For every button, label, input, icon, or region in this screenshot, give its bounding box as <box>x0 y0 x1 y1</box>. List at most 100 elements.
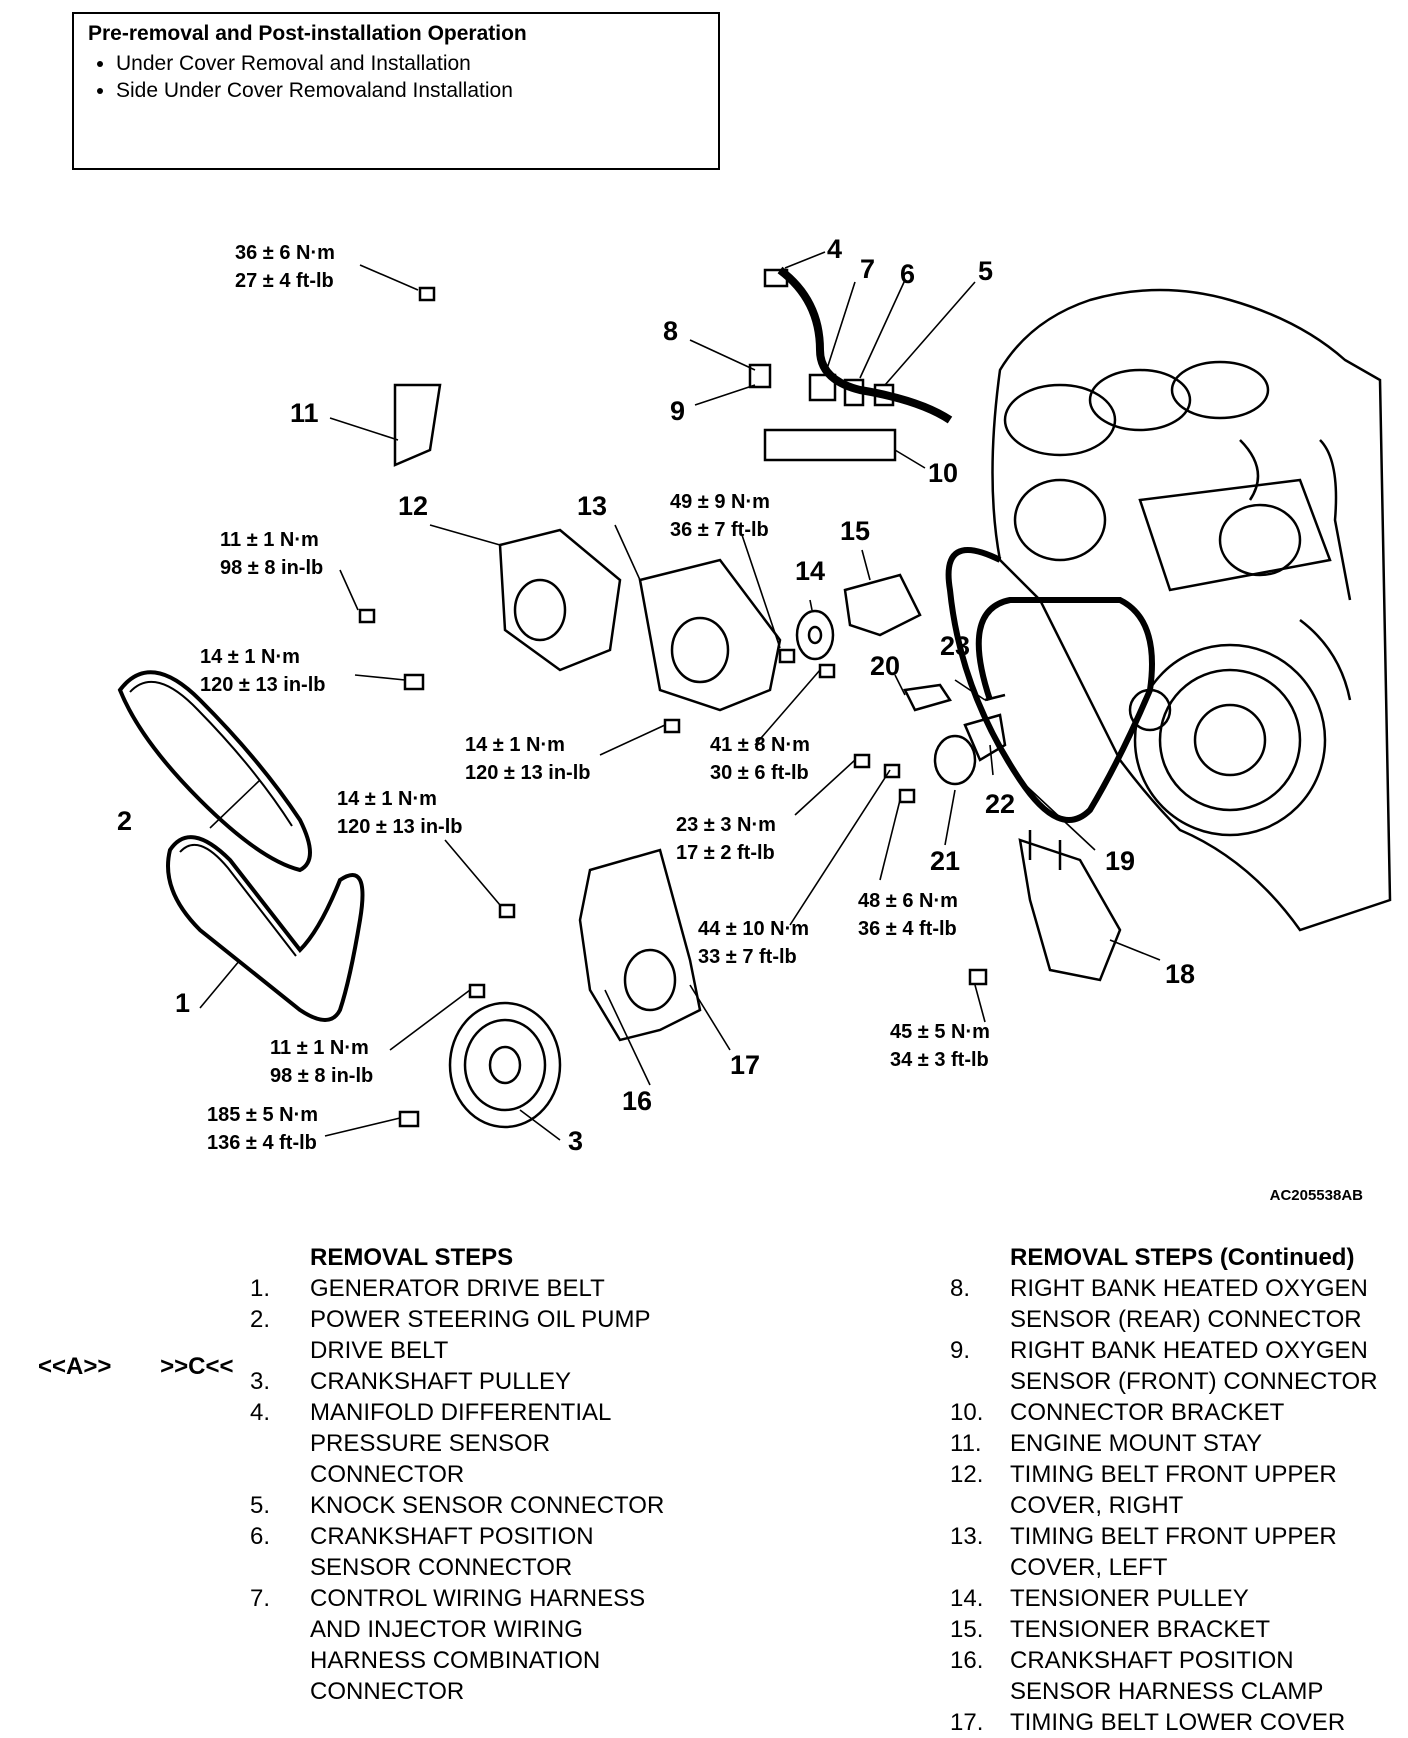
bolt-23 <box>984 693 1006 702</box>
drive-belt-1 <box>166 835 365 1022</box>
callout-13: 13 <box>577 491 607 521</box>
torque-nm: 14 ± 1 N·m <box>337 788 437 810</box>
torque-nm: 48 ± 6 N·m <box>858 890 958 912</box>
torque-imperial: 98 ± 8 in-lb <box>220 557 323 579</box>
callout-2: 2 <box>117 806 132 836</box>
tag-a: <<A>> <box>38 1353 112 1380</box>
callout-7: 7 <box>860 254 875 284</box>
step-label: SENSOR (REAR) CONNECTOR <box>1010 1306 1362 1333</box>
step-label: KNOCK SENSOR CONNECTOR <box>310 1492 665 1519</box>
callout-17: 17 <box>730 1050 760 1080</box>
step-number: 17. <box>950 1709 984 1736</box>
callout-3: 3 <box>568 1126 583 1156</box>
step-number: 14. <box>950 1585 984 1612</box>
step-row: 15.TENSIONER BRACKET <box>950 1614 1400 1645</box>
tensioner-bracket-15 <box>843 573 922 637</box>
torque-imperial: 34 ± 3 ft-lb <box>890 1049 989 1071</box>
step-number: 1. <box>250 1275 271 1302</box>
step-label: POWER STEERING OIL PUMP <box>310 1306 651 1333</box>
step-label: CRANKSHAFT POSITION <box>310 1523 594 1550</box>
step-row: 17. TIMING BELT LOWER COVER <box>950 1707 1400 1738</box>
step-row: 10.CONNECTOR BRACKET <box>950 1397 1400 1428</box>
pre-removal-item: Side Under Cover Removaland Installation <box>116 77 704 104</box>
step-label: PRESSURE SENSOR <box>310 1430 551 1457</box>
step-label: RIGHT BANK HEATED OXYGEN <box>1010 1337 1368 1364</box>
torque-nm: 45 ± 5 N·m <box>890 1021 990 1043</box>
step-label: SENSOR (FRONT) CONNECTOR <box>1010 1368 1378 1395</box>
step-row: 4. MANIFOLD DIFFERENTIAL PRESSURE SENSOR CO… <box>250 1397 720 1490</box>
step-label: CONTROL WIRING HARNESS <box>310 1585 646 1612</box>
step-number: 12. <box>950 1461 984 1488</box>
drive-belt-2 <box>117 670 312 873</box>
step-row: 5. KNOCK SENSOR CONNECTOR <box>250 1490 720 1521</box>
step-label: HARNESS COMBINATION <box>310 1647 601 1674</box>
callout-6: 6 <box>900 259 915 289</box>
callout-9: 9 <box>670 396 685 426</box>
torque-imperial: 120 ± 13 in-lb <box>337 816 462 838</box>
step-label: MANIFOLD DIFFERENTIAL <box>310 1399 612 1426</box>
engine-mount-stay-11 <box>393 383 442 467</box>
step-label: SENSOR HARNESS CLAMP <box>1010 1678 1324 1705</box>
callout-15: 15 <box>840 516 870 546</box>
torque-imperial: 36 ± 4 ft-lb <box>858 918 957 940</box>
timing-belt-upper-cover-12 <box>498 528 622 672</box>
step-label: ENGINE MOUNT STAY <box>1010 1430 1263 1457</box>
removal-steps-right: REMOVAL STEPS (Continued) 8.RIGHT BANK H… <box>950 1242 1400 1738</box>
callout-1: 1 <box>175 988 190 1018</box>
step-number: 9. <box>950 1337 971 1364</box>
pre-removal-item: Under Cover Removal and Installation <box>116 50 704 77</box>
torque-imperial: 30 ± 6 ft-lb <box>710 762 809 784</box>
step-label: CRANKSHAFT PULLEY <box>310 1368 571 1395</box>
callout-10: 10 <box>928 458 958 488</box>
torque-imperial: 136 ± 4 ft-lb <box>207 1132 317 1154</box>
callout-22: 22 <box>985 789 1015 819</box>
step-number: 16. <box>950 1647 984 1674</box>
step-label: COVER, LEFT <box>1010 1554 1168 1581</box>
engine-support-bracket-18 <box>1018 838 1122 982</box>
torque-nm: 185 ± 5 N·m <box>207 1104 318 1126</box>
step-row: 14. TENSIONER PULLEY <box>950 1583 1400 1614</box>
callout-8: 8 <box>663 316 678 346</box>
torque-imperial: 98 ± 8 in-lb <box>270 1065 373 1087</box>
torque-imperial: 120 ± 13 in-lb <box>465 762 590 784</box>
step-label: SENSOR CONNECTOR <box>310 1554 573 1581</box>
callout-5: 5 <box>978 256 993 286</box>
step-number: 4. <box>250 1399 271 1426</box>
tensioner-20 <box>903 683 952 712</box>
crankshaft-pulley-3 <box>448 1001 562 1129</box>
callout-19: 19 <box>1105 846 1135 876</box>
callout-12: 12 <box>398 491 428 521</box>
illustration-part-number: AC205538AB <box>1269 1187 1363 1204</box>
step-label: CONNECTOR <box>310 1461 465 1488</box>
tensioner-pulley-14 <box>795 609 835 661</box>
callout-20: 20 <box>870 651 900 681</box>
step-row: 3.CRANKSHAFT PULLEY <box>250 1366 720 1397</box>
timing-belt-lower-cover-17 <box>578 848 702 1042</box>
engine-block-illustration <box>991 288 1392 932</box>
step-label: DRIVE BELT <box>310 1337 449 1364</box>
step-number: 5. <box>250 1492 271 1519</box>
step-label: TENSIONER BRACKET <box>1010 1616 1271 1643</box>
removal-steps-left: REMOVAL STEPS 1.GENERATOR DRIVE BELT 2.P… <box>250 1242 720 1707</box>
torque-imperial: 36 ± 7 ft-lb <box>670 519 769 541</box>
torque-nm: 14 ± 1 N·m <box>465 734 565 756</box>
step-row: 6. CRANKSHAFT POSITION SENSOR CONNECTOR <box>250 1521 720 1583</box>
pre-removal-box: Pre-removal and Post-installation Operat… <box>72 12 720 170</box>
step-row: 9. RIGHT BANK HEATED OXYGEN SENSOR (FRONT)… <box>950 1335 1400 1397</box>
tensioner-arm-22 <box>963 713 1007 762</box>
step-label: RIGHT BANK HEATED OXYGEN <box>1010 1275 1368 1302</box>
step-label: CRANKSHAFT POSITION <box>1010 1647 1294 1674</box>
step-label: TIMING BELT LOWER COVER <box>1010 1709 1346 1736</box>
step-label: TENSIONER PULLEY <box>1010 1585 1249 1612</box>
step-number: 6. <box>250 1523 271 1550</box>
timing-belt-19 <box>945 547 1155 823</box>
torque-imperial: 27 ± 4 ft-lb <box>235 270 334 292</box>
torque-nm: 11 ± 1 N·m <box>270 1037 369 1059</box>
step-row: 16. CRANKSHAFT POSITION SENSOR HARNESS CLA… <box>950 1645 1400 1707</box>
removal-steps-heading: REMOVAL STEPS <box>310 1244 514 1271</box>
step-tags: <<A>> >>C<< <box>38 1353 275 1381</box>
step-label: TIMING BELT FRONT UPPER <box>1010 1523 1337 1550</box>
